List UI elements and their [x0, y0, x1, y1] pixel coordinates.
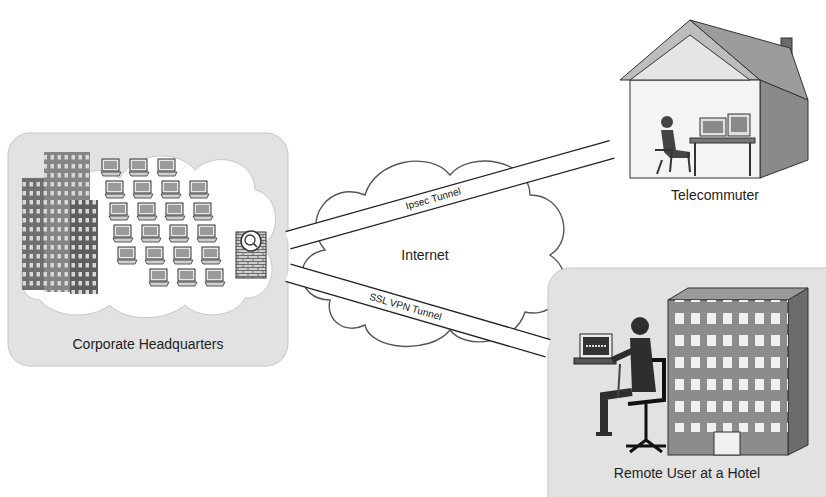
firewall-icon: [236, 231, 266, 278]
hotel-building: [668, 288, 808, 455]
workstation-group: [101, 159, 225, 286]
tunnel-label: SSL VPN Tunnel: [366, 290, 445, 323]
internet-cloud-outline: [302, 161, 565, 346]
vpn-tunnel: [285, 264, 550, 357]
hq-panel: [8, 133, 288, 366]
house-box: Telecommuter: [612, 15, 818, 207]
house-illustration: [620, 20, 808, 178]
region-box: Remote User at a Hotel: [548, 268, 826, 497]
region-box: Corporate Headquarters: [8, 133, 288, 366]
hq-buildings: [22, 152, 98, 294]
vpn-tunnel: [286, 141, 615, 249]
hotel-panel: [548, 268, 826, 497]
node-label: Internet: [398, 247, 451, 263]
tunnel-label: Ipsec Tunnel: [403, 185, 465, 213]
node-label: Telecommuter: [668, 187, 762, 203]
remote-user-figure: [574, 317, 666, 452]
node-label: Remote User at a Hotel: [611, 465, 763, 481]
node-label: Corporate Headquarters: [70, 336, 227, 352]
